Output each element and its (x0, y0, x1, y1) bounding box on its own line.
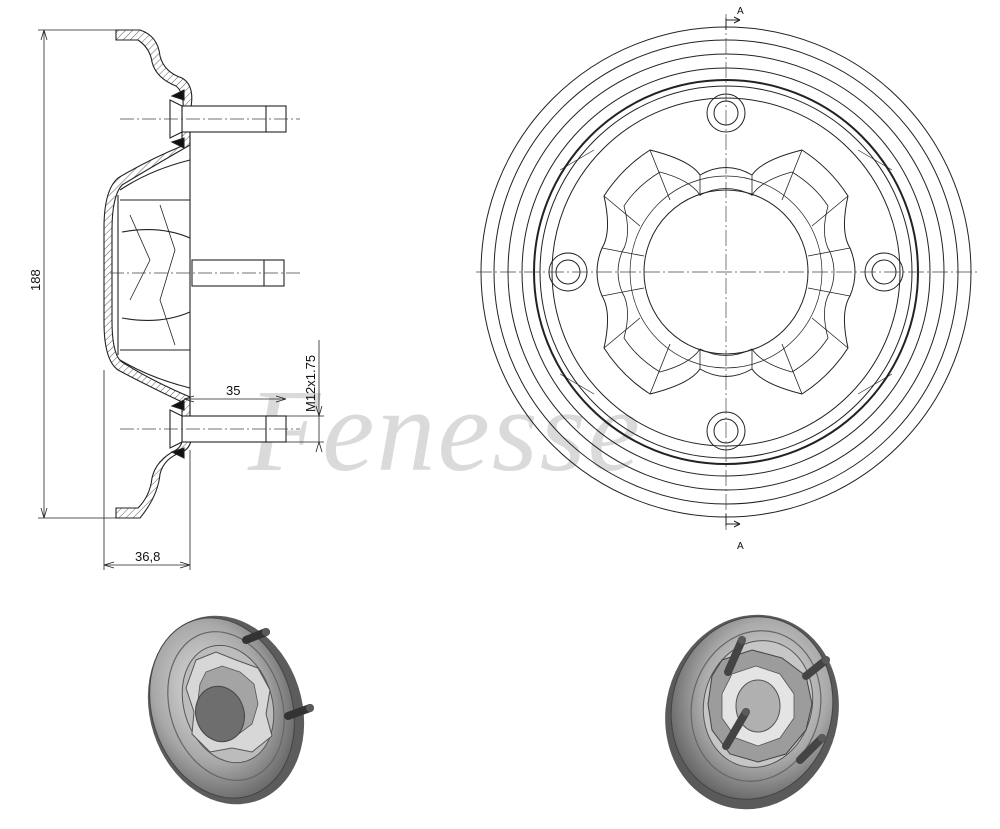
section-view (103, 29, 287, 519)
dim-depth: 36,8 (135, 549, 160, 564)
dimension-lines (38, 29, 324, 570)
dim-height: 188 (28, 269, 43, 291)
section-mark-bottom: A (737, 541, 744, 552)
section-profile-hatched (103, 29, 193, 519)
dim-stud-length: 35 (226, 383, 240, 398)
section-markers (725, 16, 741, 528)
watermark-text: Fenesse (247, 365, 642, 496)
star-profile-inner (617, 171, 835, 373)
render-back-view (147, 615, 314, 805)
dimension-texts: 188 36,8 35 M12x1.75 (28, 269, 318, 564)
section-mark-top: A (737, 6, 744, 17)
watermark: Fenesse (247, 365, 642, 496)
section-center-lines (110, 118, 300, 430)
front-center-lines (476, 14, 978, 530)
render-front-view (665, 614, 839, 810)
dim-thread: M12x1.75 (303, 355, 318, 412)
